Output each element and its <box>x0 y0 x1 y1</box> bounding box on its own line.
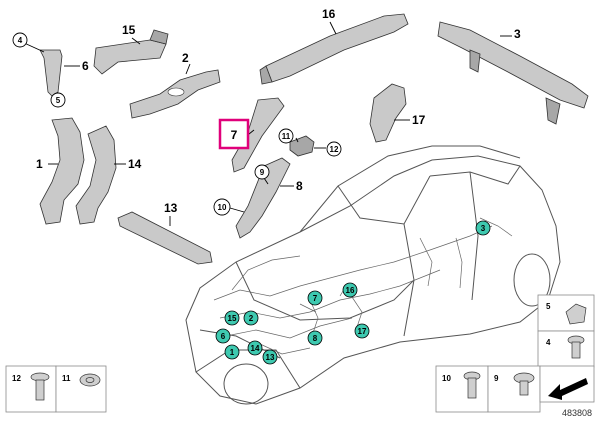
svg-text:12: 12 <box>12 374 21 383</box>
svg-text:7: 7 <box>313 294 318 303</box>
svg-text:2: 2 <box>249 314 254 323</box>
part-16 <box>260 14 408 84</box>
part-17 <box>370 84 410 142</box>
svg-text:17: 17 <box>358 327 367 336</box>
fastener-cell-4: 4 <box>538 331 594 367</box>
svg-text:6: 6 <box>221 332 226 341</box>
svg-text:10: 10 <box>218 203 227 212</box>
callout-4: 4 <box>13 33 27 47</box>
svg-text:1: 1 <box>230 348 235 357</box>
svg-text:13: 13 <box>266 353 275 362</box>
part-11-12-clip <box>290 136 326 156</box>
svg-text:12: 12 <box>330 145 339 154</box>
part-3 <box>438 22 588 124</box>
svg-text:16: 16 <box>346 286 355 295</box>
svg-text:9: 9 <box>260 168 265 177</box>
svg-text:4: 4 <box>546 338 551 347</box>
callout-15: 15 <box>122 23 136 37</box>
part-2 <box>130 64 220 118</box>
fastener-cell-11: 11 <box>56 366 106 412</box>
svg-text:4: 4 <box>18 36 23 45</box>
callout-3: 3 <box>514 27 521 41</box>
car-marker-1: 1 <box>225 345 239 359</box>
part-14 <box>76 126 126 224</box>
svg-text:11: 11 <box>62 374 71 383</box>
callout-10: 10 <box>214 199 230 215</box>
svg-text:14: 14 <box>251 344 260 353</box>
callout-17: 17 <box>412 113 426 127</box>
part-13 <box>118 212 212 264</box>
callout-1: 1 <box>36 157 43 171</box>
callout-14: 14 <box>128 157 142 171</box>
svg-text:7: 7 <box>231 128 238 142</box>
callout-8: 8 <box>296 179 303 193</box>
car-marker-2: 2 <box>244 311 258 325</box>
part-bracket-6 <box>22 42 80 100</box>
callout-7-highlight: 7 <box>220 120 248 148</box>
callout-13: 13 <box>164 201 178 215</box>
svg-text:3: 3 <box>481 224 486 233</box>
car-marker-16: 16 <box>343 283 357 297</box>
svg-text:5: 5 <box>56 96 61 105</box>
callout-11: 11 <box>279 129 293 143</box>
fastener-cell-12: 12 <box>6 366 56 412</box>
fastener-cell-5: 5 <box>538 295 594 331</box>
car-marker-6: 6 <box>216 329 230 343</box>
callout-5: 5 <box>51 93 65 107</box>
fastener-cell-arrow <box>540 366 594 402</box>
reference-number: 483808 <box>562 408 592 418</box>
car-marker-7: 7 <box>308 291 322 305</box>
svg-text:8: 8 <box>313 334 318 343</box>
svg-text:9: 9 <box>494 374 499 383</box>
car-marker-13: 13 <box>263 350 277 364</box>
svg-text:10: 10 <box>442 374 451 383</box>
car-marker-3: 3 <box>476 221 490 235</box>
callout-9: 9 <box>255 165 269 179</box>
callout-6: 6 <box>82 59 89 73</box>
svg-text:11: 11 <box>282 132 291 141</box>
svg-text:5: 5 <box>546 302 551 311</box>
svg-text:15: 15 <box>228 314 237 323</box>
car-marker-15: 15 <box>225 311 239 325</box>
callout-2: 2 <box>182 51 189 65</box>
car-marker-14: 14 <box>248 341 262 355</box>
car-marker-8: 8 <box>308 331 322 345</box>
callout-16: 16 <box>322 7 336 21</box>
car-illustration <box>186 146 560 404</box>
fastener-cell-10: 10 <box>436 366 488 412</box>
nut-icon <box>80 374 100 386</box>
callout-12: 12 <box>327 142 341 156</box>
car-marker-17: 17 <box>355 324 369 338</box>
fastener-cell-9: 9 <box>488 366 540 412</box>
